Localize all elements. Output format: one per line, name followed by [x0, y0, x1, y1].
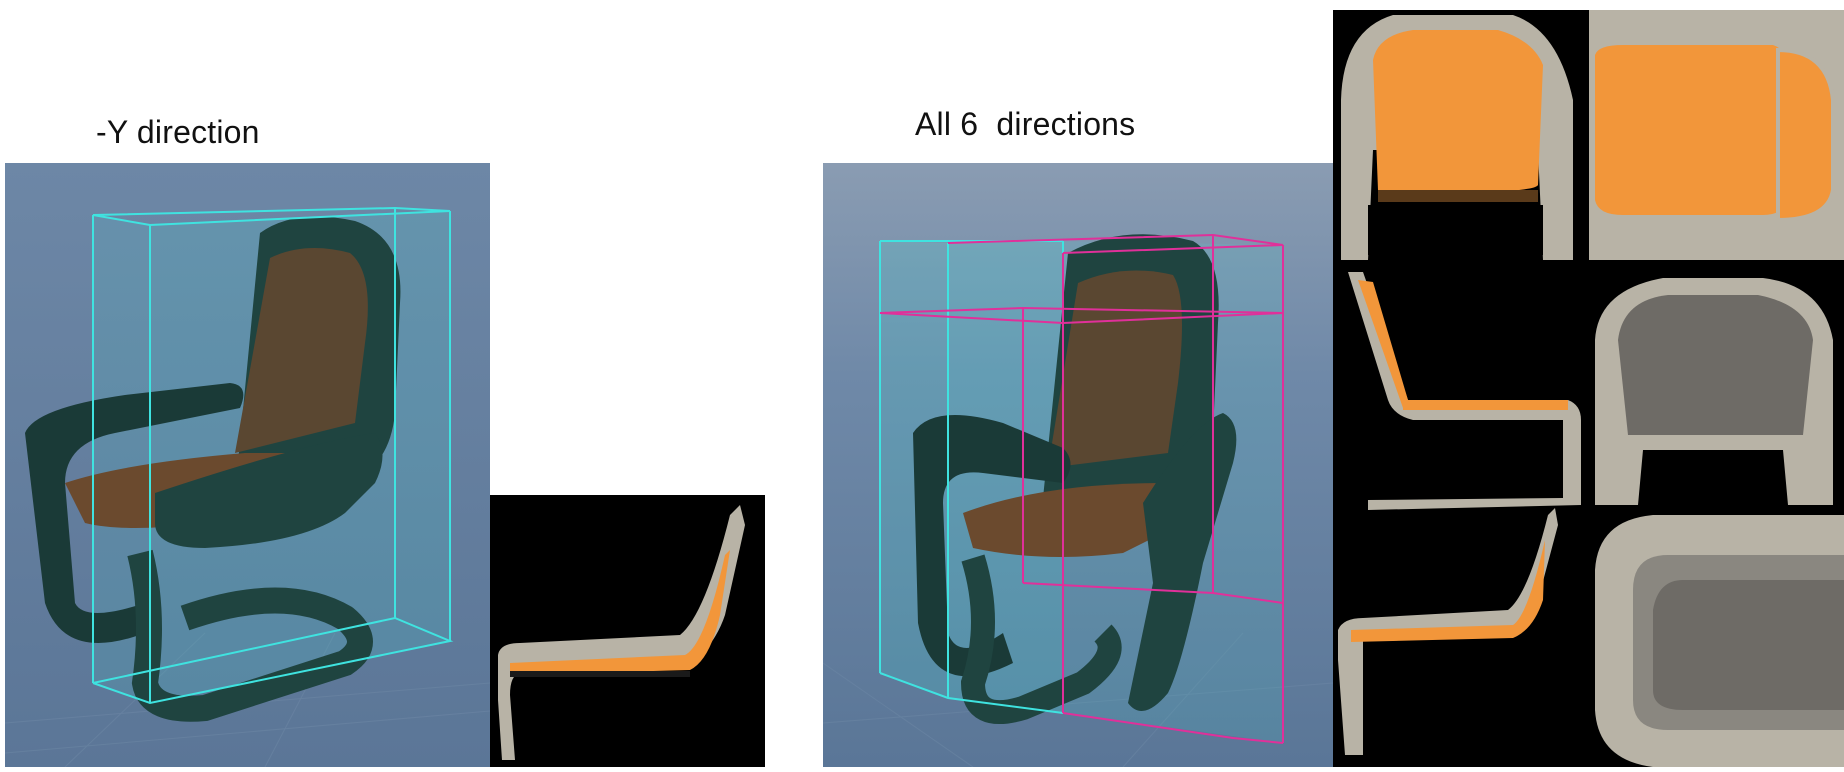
projection-side-right: [1338, 508, 1558, 755]
left-caption: -Y direction: [96, 114, 260, 150]
voxel-projections-icon: [1333, 10, 1844, 767]
left-viewport: [5, 163, 490, 767]
projection-grid: [1333, 10, 1844, 767]
right-viewport: [823, 163, 1333, 767]
chair-side-projection-icon: [490, 495, 765, 767]
projection-back: [1595, 278, 1833, 505]
projection-top: [1589, 10, 1844, 260]
right-caption: All 6 directions: [915, 106, 1136, 142]
y-projection: [490, 495, 765, 767]
projection-front: [1341, 15, 1573, 260]
projection-bottom: [1595, 515, 1844, 767]
projection-side-left: [1348, 272, 1581, 510]
chair-render-icon: [5, 163, 490, 767]
chair-render-icon: [823, 163, 1333, 767]
